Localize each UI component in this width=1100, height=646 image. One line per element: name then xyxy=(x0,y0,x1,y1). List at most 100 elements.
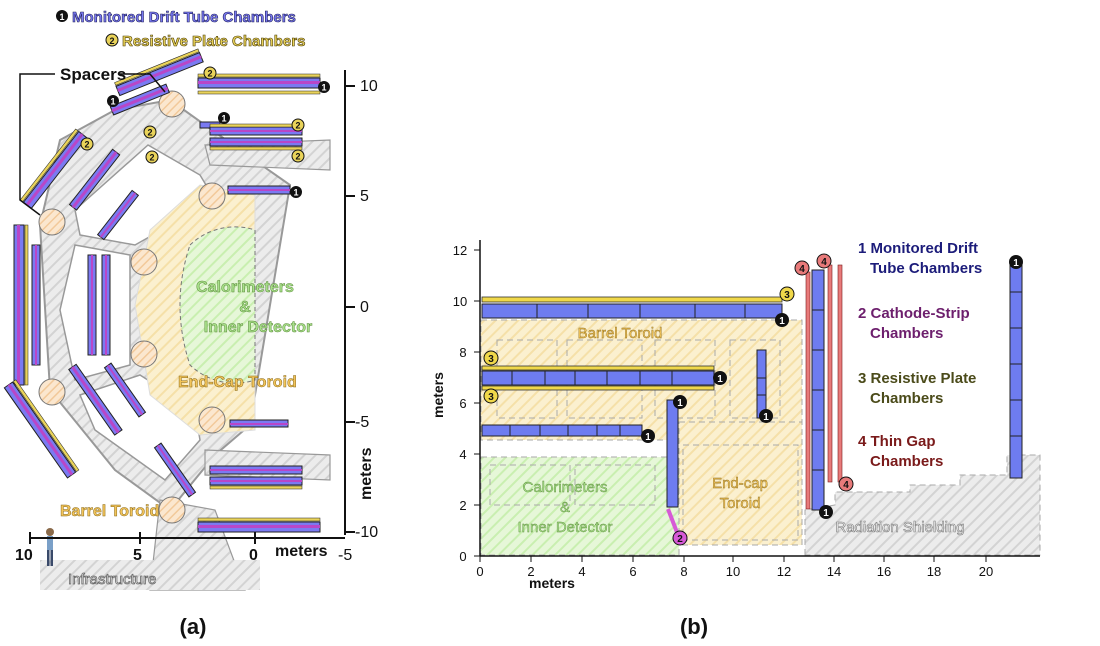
panel-b-legend: 1 Monitored Drift Tube Chambers 2 Cathod… xyxy=(858,240,982,470)
svg-text:10: 10 xyxy=(15,547,33,564)
svg-text:-5: -5 xyxy=(338,547,352,564)
mdt-inner-layer xyxy=(17,225,20,385)
ampersand-label: & xyxy=(560,499,570,516)
mdt-marker-icon xyxy=(1009,255,1023,269)
svg-text:1: 1 xyxy=(321,83,326,93)
mdt-marker-icon xyxy=(641,429,655,443)
svg-text:1: 1 xyxy=(645,432,651,443)
calorimeters-label: Calorimeters xyxy=(196,279,294,296)
svg-text:4: 4 xyxy=(799,264,805,275)
svg-text:3: 3 xyxy=(784,290,790,301)
panel-a-caption: (a) xyxy=(180,614,207,639)
spacer-circle xyxy=(198,406,226,434)
mdt-inner-layer xyxy=(228,189,290,191)
spacer-circle xyxy=(130,248,158,276)
mdt-inner-layer xyxy=(210,141,302,143)
rpc-marker-icon xyxy=(105,33,119,47)
mdt-inner-layer xyxy=(210,469,302,471)
svg-text:4: 4 xyxy=(843,480,849,491)
svg-text:12: 12 xyxy=(777,564,791,579)
svg-text:2: 2 xyxy=(527,564,534,579)
svg-text:4: 4 xyxy=(821,257,827,268)
radiation-shielding-region xyxy=(804,454,1041,556)
svg-text:12: 12 xyxy=(453,243,467,258)
svg-text:6: 6 xyxy=(629,564,636,579)
svg-text:10: 10 xyxy=(726,564,740,579)
rpc-marker-icon xyxy=(483,388,499,404)
rpc-chamber xyxy=(481,385,715,391)
mdt-inner-layer xyxy=(35,245,37,365)
toroid-coil-outline xyxy=(654,339,716,419)
endcap-toroid-region xyxy=(678,421,803,546)
spacer-circle xyxy=(38,378,66,406)
mdt-inner-layer xyxy=(230,423,288,425)
mdt-chamber xyxy=(481,424,643,437)
rpc-marker-icon xyxy=(145,150,159,164)
rpc-chamber xyxy=(197,90,321,95)
spacer-circle xyxy=(158,90,186,118)
infrastructure-floor xyxy=(40,560,260,590)
mdt-inner-layer xyxy=(105,255,107,355)
csc-chamber xyxy=(666,508,680,536)
barrel-toroid-label: Barrel Toroid xyxy=(60,503,159,520)
svg-text:1: 1 xyxy=(779,316,785,327)
svg-text:3: 3 xyxy=(488,354,494,365)
mdt-marker-text: 1 xyxy=(59,12,64,22)
mdt-inner-layer xyxy=(25,133,84,207)
radiation-shielding-label: Radiation Shielding xyxy=(835,519,964,536)
mdt-marker-icon xyxy=(290,186,302,198)
svg-text:2: 2 xyxy=(677,534,683,545)
frame-arm xyxy=(204,449,331,481)
spacers-leader-line xyxy=(19,73,55,216)
infrastructure-label: Infrastructure xyxy=(68,571,156,588)
endcap-toroid-label: End-cap xyxy=(712,475,768,492)
svg-text:3: 3 xyxy=(488,392,494,403)
svg-text:0: 0 xyxy=(476,564,483,579)
mdt-inner-layer xyxy=(7,383,74,476)
mdt-inner-layer xyxy=(71,366,120,434)
panel-b-x-axis: 0 2 4 6 8 10 12 14 16 18 20 meters xyxy=(476,555,1040,591)
svg-text:1: 1 xyxy=(823,508,829,519)
svg-text:20: 20 xyxy=(979,564,993,579)
mdt-inner-layer xyxy=(117,55,202,92)
mdt-marker-icon xyxy=(56,10,68,22)
mdt-inner-layer xyxy=(71,151,118,209)
legend-mdt-label: Monitored Drift Tube Chambers xyxy=(72,9,296,26)
svg-text:6: 6 xyxy=(459,396,466,411)
panel-a: 1 Monitored Drift Tube Chambers 2 Resist… xyxy=(3,9,378,639)
barrel-toroid-label: Barrel Toroid xyxy=(578,325,663,342)
mdt-marker-icon xyxy=(673,395,687,409)
mdt-inner-layer xyxy=(198,525,320,528)
svg-text:1: 1 xyxy=(677,398,683,409)
rpc-chamber xyxy=(209,146,303,151)
mdt-marker-icon xyxy=(775,313,789,327)
svg-text:1 Monitored Drift: 1 Monitored Drift xyxy=(858,240,978,257)
rpc-chamber xyxy=(197,517,321,522)
mdt-marker-icon xyxy=(759,409,773,423)
rpc-chamber xyxy=(209,485,303,490)
panel-a-y-label: meters xyxy=(358,447,375,500)
panel-a-x-label: meters xyxy=(275,543,328,560)
rpc-chamber xyxy=(197,73,321,78)
mdt-inner-layer xyxy=(210,480,302,482)
csc-marker-icon xyxy=(672,530,688,546)
mdt-inner-layer xyxy=(156,444,194,496)
svg-text:5: 5 xyxy=(360,188,369,205)
rpc-marker-icon xyxy=(291,149,305,163)
svg-text:1: 1 xyxy=(763,412,769,423)
rpc-chamber xyxy=(24,224,29,386)
svg-text:4: 4 xyxy=(459,447,466,462)
endcap-toroid-label: End-Cap Toroid xyxy=(178,374,297,391)
panel-b-y-label: meters xyxy=(430,372,446,418)
person-scale-icon xyxy=(46,528,54,566)
mdt-inner-layer xyxy=(198,81,320,84)
svg-text:8: 8 xyxy=(680,564,687,579)
mdt-chamber xyxy=(756,349,767,419)
rpc-chamber xyxy=(114,48,200,86)
panel-a-y-axis: 10 5 0 -5 -10 meters xyxy=(344,70,378,541)
svg-text:1: 1 xyxy=(717,374,723,385)
mdt-marker-icon xyxy=(218,112,230,124)
rpc-chamber xyxy=(481,296,783,303)
svg-text:Tube Chambers: Tube Chambers xyxy=(870,260,982,277)
